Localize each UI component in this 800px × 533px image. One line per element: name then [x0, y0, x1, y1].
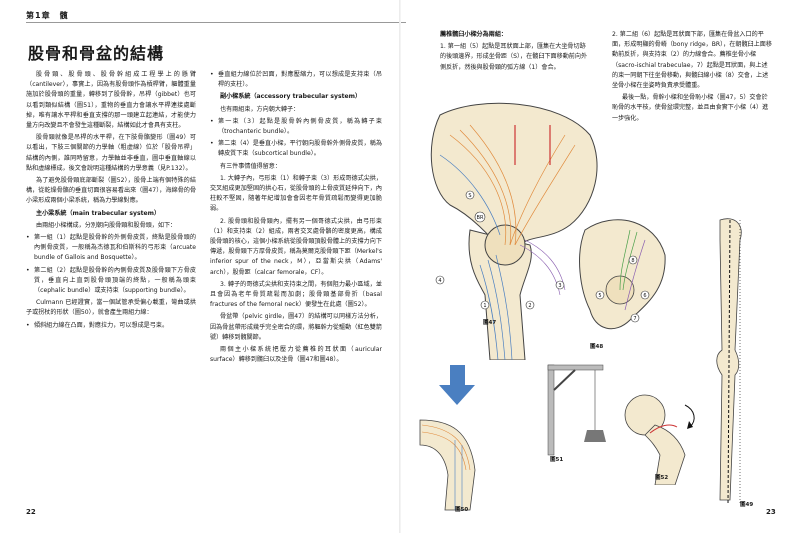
chapter-rule	[26, 22, 406, 23]
figure-50-caption: 圖50	[455, 507, 469, 513]
list-item: 垂直組力線位於凹面，對應壓縮力，可以想成是支持束（吊桿的支柱）。	[210, 70, 382, 90]
figure-52-femoral-neck	[624, 394, 695, 485]
paragraph: 最後一點，骨幹小樑和坐骨恥小樑（圖47，5）交會於恥骨的水平枝，使骨盆環完整，並…	[612, 94, 769, 122]
label-3: 3	[558, 283, 561, 289]
figure-47-femur-pelvis: BR S 4 1 2 3	[430, 102, 598, 360]
page-title: 股骨和骨盆的結構	[28, 44, 165, 63]
paragraph: Culmann 已經證實，當一個試管承受偏心載重，彎曲或拱子或拐杖的形狀（圖50…	[26, 299, 196, 317]
paragraph: 股骨頸就像是吊桿的水平桿，在下肢骨骼變形（圖49）可以看出，下肢三個關節的力學軸…	[26, 134, 196, 172]
paragraph: 股骨頸、股骨頭、股骨幹組成工程學上的懸臂（cantilever），事實上，因為有…	[26, 71, 196, 130]
section-heading: 副小樑系統（accessory trabecular system）	[220, 93, 362, 101]
paragraph: 骨盆帶（pelvic girdle，圖47）的結構可以同樣方法分析，因為骨盆帶形…	[210, 313, 382, 341]
list-item: 傾斜組力線在凸面，對應拉力，可以想成是弓束。	[26, 321, 196, 331]
list-item: 第二組（2）起點是股骨幹的內側骨皮質及股骨頸下方骨皮質，垂直向上直到股骨頭頂端的…	[26, 266, 196, 297]
chapter-header: 第1章 髖	[26, 11, 69, 20]
label-1: 1	[483, 303, 486, 309]
figure-49-caption: 圖49	[740, 502, 754, 508]
figure-52-caption: 圖52	[655, 475, 669, 481]
paragraph: 為了避免股骨頸底部斷裂（圖52），股骨上端有個特殊的結構，從乾燥骨骼的垂直切面很…	[26, 177, 196, 205]
list-item: 第一組（1）起點是股骨幹的外側骨皮質，終點是股骨頭的內側骨皮質，一般稱為杰德瓦和…	[26, 233, 196, 264]
paragraph: 也有兩組束，方向朝大轉子：	[220, 105, 300, 113]
numbered-item: 1. 大轉子內，弓形束（1）和轉子束（3）形成哥德式尖拱，交叉組成更加堅固的拱心…	[210, 174, 382, 213]
text-box-2: 2. 第二組（6）起點是耳狀面下部，匯集在骨盆入口的平面，形成明顯的骨嵴（bon…	[612, 30, 772, 126]
figure-51-gibbet	[547, 364, 606, 456]
page-gutter	[399, 0, 401, 533]
list-item: 第二束（4）是垂直小樑，平行朝向股骨幹外側骨皮質，稱為轉皮質下束（subcort…	[210, 139, 382, 159]
page-number-left: 22	[26, 508, 36, 516]
label-7: 7	[633, 316, 636, 322]
label-8: 8	[631, 258, 634, 264]
figure-48-caption: 圖48	[590, 344, 604, 350]
page-number-right: 23	[766, 508, 776, 516]
figure-50-bent-column	[419, 365, 476, 511]
figure-47-caption: 圖47	[483, 320, 497, 326]
section-heading: 主小梁系統（main trabecular system）	[36, 209, 161, 217]
text-box-1: 薦椎髖臼小樑分為兩組： 1. 第一組（5）起點是耳狀面上部，匯集在大坐骨切跡的後…	[440, 30, 590, 75]
numbered-item: 2. 第二組（6）起點是耳狀面下部，匯集在骨盆入口的平面，形成明顯的骨嵴（bon…	[612, 31, 772, 90]
numbered-item: 2. 股骨頭和股骨頸內，擺有另一個哥德式尖拱，由弓形束（1）和支持束（2）組成，…	[210, 217, 382, 276]
figure-49-leg-axis	[716, 218, 742, 506]
paragraph: 由兩組小樑構成，分別朝向股骨頸和股骨頭，如下：	[36, 221, 177, 229]
figure-51-caption: 圖51	[550, 457, 564, 463]
label-br: BR	[477, 215, 484, 221]
text-column-1: 股骨頸、股骨頭、股骨幹組成工程學上的懸臂（cantilever），事實上，因為有…	[26, 70, 196, 333]
label-6: 6	[643, 293, 646, 299]
text-column-2: 垂直組力線位於凹面，對應壓縮力，可以想成是支持束（吊桿的支柱）。 副小樑系統（a…	[210, 70, 382, 367]
paragraph: 兩個主小樑系統把壓力從薦椎的耳狀面（auricular surface）轉移到髖…	[210, 346, 382, 364]
label-s: S	[468, 193, 471, 199]
label-4: 4	[438, 278, 441, 284]
list-item: 第一束（3）起點是股骨幹內側骨皮質，稱為轉子束（trochanteric bun…	[210, 117, 382, 137]
box-heading: 薦椎髖臼小樑分為兩組：	[440, 31, 508, 38]
figure-48-pelvis: 8 5 6 7	[579, 219, 666, 330]
paragraph: 有三件事情值得留意：	[220, 162, 281, 170]
numbered-item: 3. 轉子的哥德式尖拱和支持束之間，有個阻力最小區域，並且會因為老年骨質疏鬆而加…	[210, 280, 382, 309]
numbered-item: 1. 第一組（5）起點是耳狀面上部，匯集在大坐骨切跡的後頭邊界，形成坐骨距（S）…	[440, 43, 588, 71]
label-5: 5	[598, 293, 601, 299]
label-2: 2	[528, 303, 531, 309]
